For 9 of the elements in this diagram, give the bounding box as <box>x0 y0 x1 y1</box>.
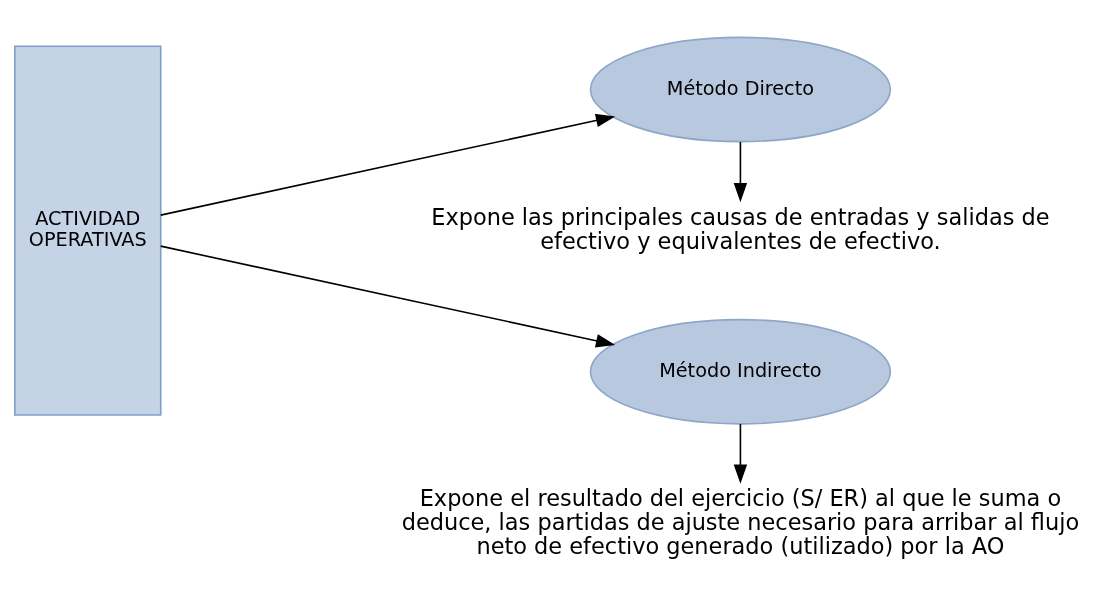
arrow <box>159 244 616 347</box>
arrow <box>733 140 748 202</box>
node-box: ACTIVIDAD OPERATIVAS <box>14 44 162 416</box>
arrow <box>733 422 748 484</box>
node-ellipse: Método Directo <box>589 36 892 142</box>
node-text: Expone las principales causas de entradas y salidas de efectivo y equivalentes de efectivo. <box>431 203 1050 254</box>
arrow <box>159 113 616 216</box>
node-ellipse: Método Indirecto <box>589 318 892 425</box>
node-text: Expone el resultado del ejercicio (S/ ER) al que le suma o deduce, las partidas de ajuste necesario para arribar al flujo neto de efectivo generado (utilizado) por la AO <box>401 484 1080 559</box>
